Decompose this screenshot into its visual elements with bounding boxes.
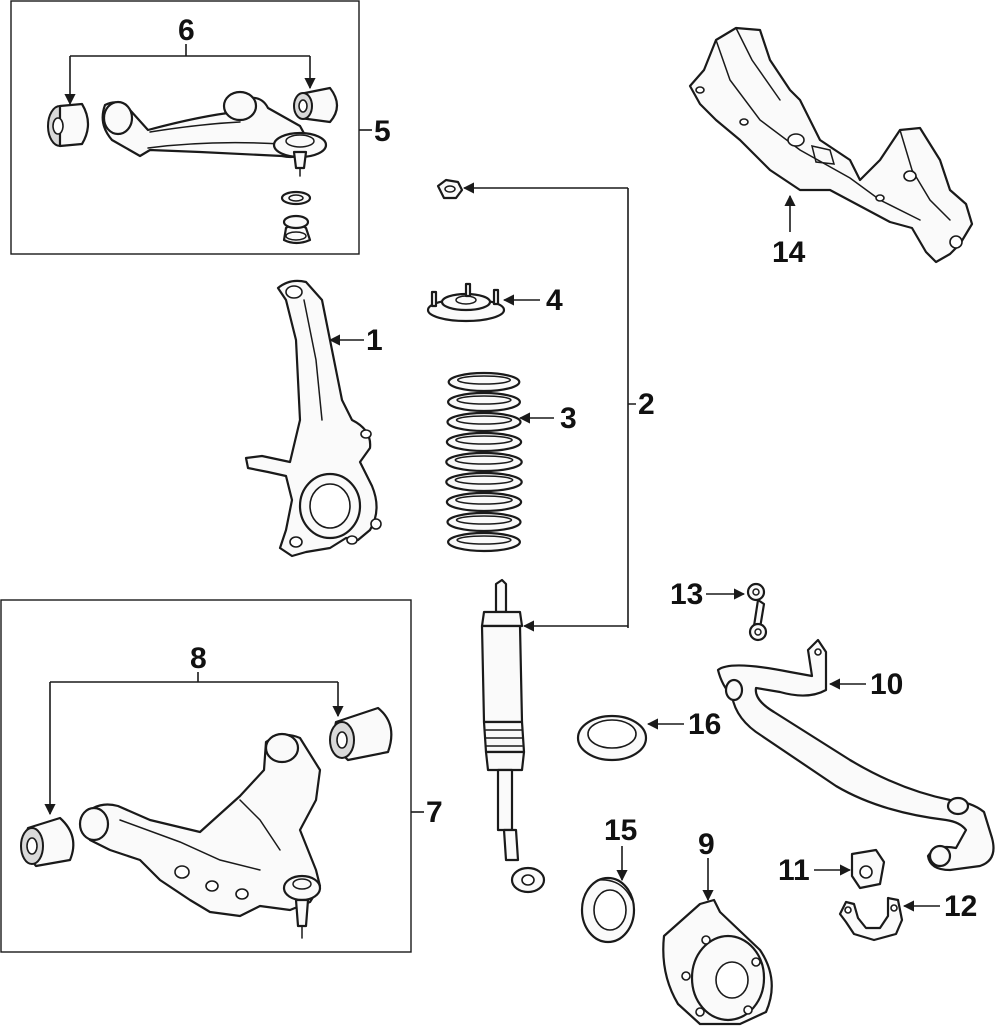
callout-12: 12	[944, 890, 977, 923]
spring-coil-inner	[455, 415, 513, 425]
spring-coil-inner	[455, 435, 513, 445]
lower-arm-group-box	[0, 599, 412, 953]
callout-2: 2	[638, 388, 655, 421]
callout-numbers: 1 2 3 4 5 6 7 8 9 10 11 12 13 14 15 16	[178, 14, 977, 923]
spring-coil-inner	[456, 395, 512, 405]
callout-11: 11	[778, 854, 810, 887]
callout-1: 1	[366, 324, 383, 357]
upper-control-arm[interactable]	[47, 86, 339, 245]
strut-nut[interactable]	[436, 178, 464, 200]
bearing-seal-16[interactable]	[576, 714, 648, 762]
callout-7: 7	[426, 796, 443, 829]
callout-8: 8	[190, 642, 207, 675]
steering-knuckle[interactable]	[244, 279, 382, 558]
callout-13: 13	[670, 578, 703, 611]
stabilizer-bracket[interactable]	[838, 896, 904, 942]
spring-coil-inner	[456, 375, 512, 385]
stabilizer-link[interactable]	[746, 582, 768, 642]
callout-16: 16	[688, 708, 721, 741]
upper-arm-group-box	[10, 0, 360, 255]
spring-coil-inner	[454, 475, 514, 485]
spring-coil-inner	[454, 455, 514, 465]
upper-strut-mount[interactable]	[426, 282, 506, 323]
lower-control-arm[interactable]	[20, 706, 393, 939]
callout-6: 6	[178, 14, 195, 47]
stabilizer-bar[interactable]	[716, 638, 995, 872]
callout-3: 3	[560, 402, 577, 435]
wheel-hub-bearing[interactable]	[662, 898, 773, 1026]
shock-absorber[interactable]	[480, 578, 546, 894]
front-crossmember[interactable]	[688, 26, 974, 264]
coil-spring[interactable]	[445, 371, 523, 553]
spring-coil-inner	[455, 515, 513, 525]
callout-9: 9	[698, 828, 715, 861]
callout-5: 5	[374, 115, 391, 148]
callout-15: 15	[604, 814, 637, 847]
stabilizer-bushing[interactable]	[850, 848, 886, 890]
leader-lines	[44, 44, 940, 912]
callout-14: 14	[772, 236, 806, 269]
hub-seal-15[interactable]	[580, 876, 636, 944]
callout-4: 4	[546, 284, 563, 317]
callout-10: 10	[870, 668, 903, 701]
spring-coil-inner	[455, 495, 513, 505]
spring-coil-inner	[456, 535, 512, 545]
